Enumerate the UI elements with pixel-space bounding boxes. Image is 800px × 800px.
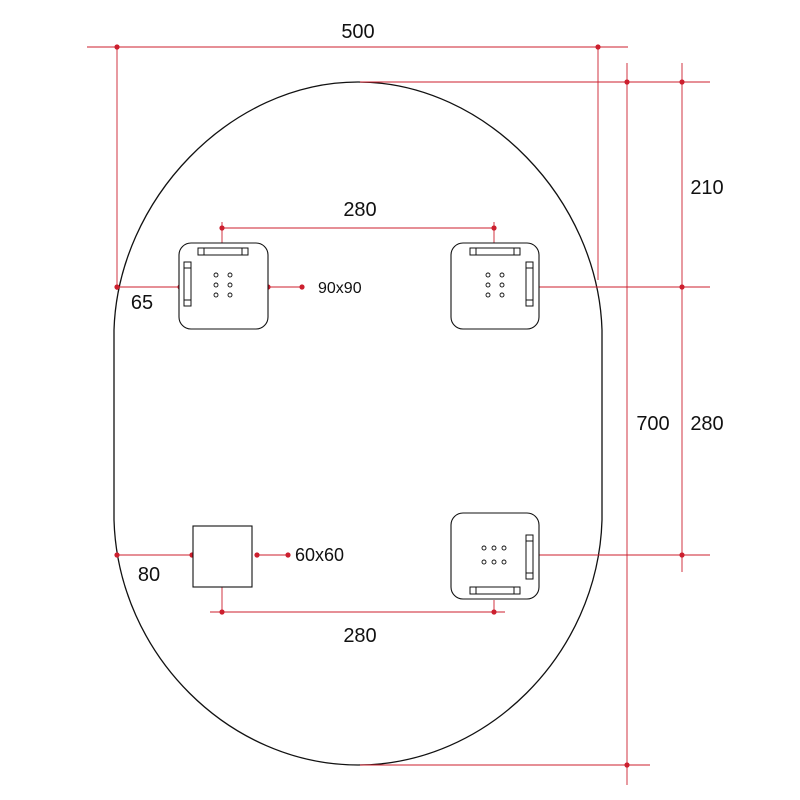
dimension-overall-height: 700	[360, 63, 710, 785]
mount-pad-top-left	[178, 242, 269, 330]
label-bottom-spacing: 280	[343, 625, 376, 647]
dimension-vertical-chain: 210 280	[538, 63, 724, 572]
dimension-bottom-spacing: 280	[210, 587, 505, 647]
square-post	[192, 525, 253, 588]
base-outline	[113, 81, 603, 766]
mount-pad-bottom-right	[450, 512, 540, 600]
label-edge-offset-bottom: 80	[138, 564, 160, 586]
dimension-pad-size: 90x90	[265, 280, 362, 297]
label-top-spacing: 280	[343, 199, 376, 221]
dimension-edge-offset-top: 65	[114, 284, 183, 314]
mount-pad-top-right	[450, 242, 540, 330]
label-overall-height: 700	[636, 413, 669, 435]
dimension-top-spacing: 280	[219, 199, 497, 243]
label-overall-width: 500	[341, 21, 374, 43]
label-edge-offset-top: 65	[131, 292, 153, 314]
label-pad-size: 90x90	[318, 280, 362, 297]
label-post-size: 60x60	[295, 545, 344, 565]
label-vertical-spacing: 280	[690, 413, 723, 435]
dimension-post-size: 60x60	[254, 545, 344, 565]
dimension-overall-width: 500	[87, 21, 628, 290]
label-top-offset: 210	[690, 177, 723, 199]
dimension-edge-offset-bottom: 80	[114, 552, 195, 586]
